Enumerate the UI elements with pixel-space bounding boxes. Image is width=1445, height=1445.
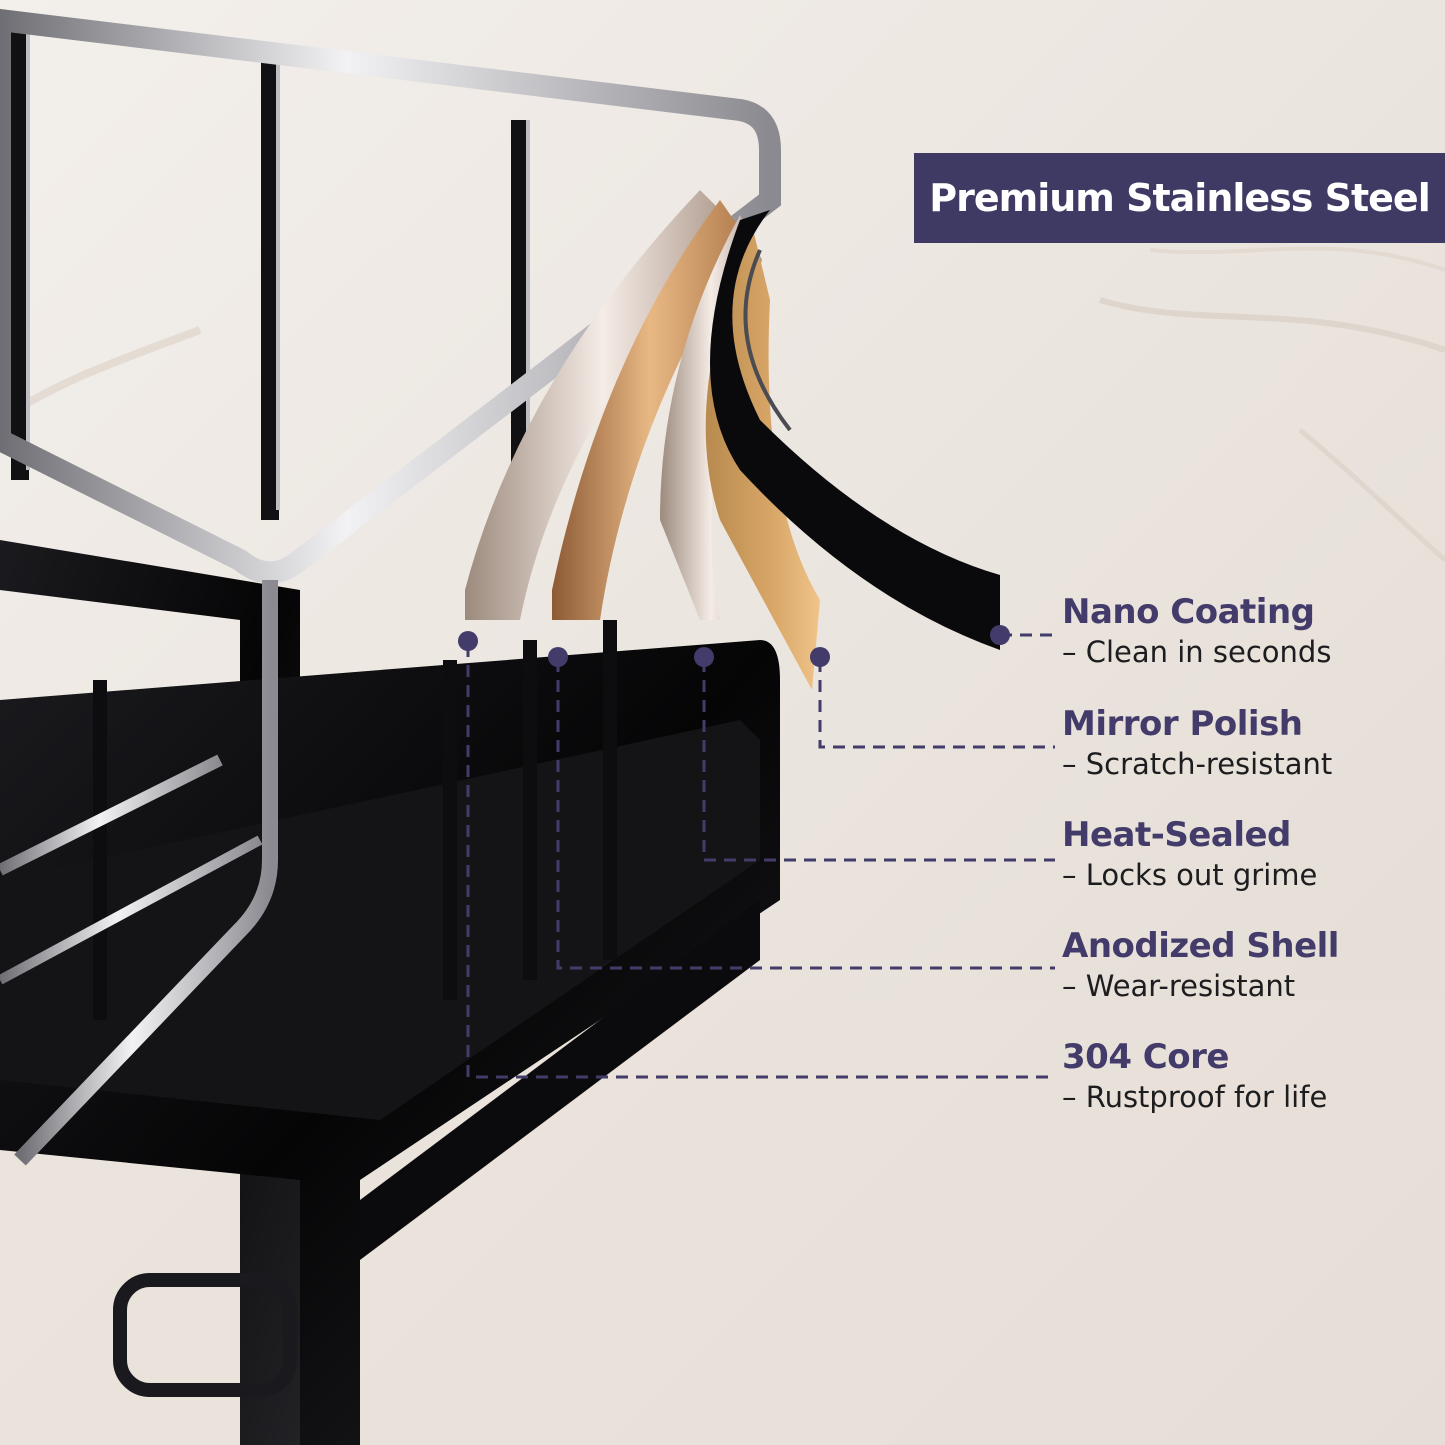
nano-coating-highlight — [743, 249, 792, 432]
feature-304-core: 304 Core – Rustproof for life — [1062, 1037, 1442, 1117]
feature-mirror-polish: Mirror Polish – Scratch-resistant — [1062, 704, 1442, 784]
marble-vein — [1298, 428, 1445, 562]
callout-dots — [458, 625, 1010, 667]
marble-vein — [1149, 246, 1445, 272]
basket-top-rim — [0, 8, 781, 584]
front-chrome-wire — [0, 754, 223, 876]
feature-desc: – Rustproof for life — [1062, 1080, 1328, 1114]
feature-desc: – Scratch-resistant — [1062, 747, 1333, 781]
feature-name: Nano Coating — [1062, 592, 1315, 632]
callout-dot-core — [458, 631, 478, 651]
feature-name: Anodized Shell — [1062, 926, 1339, 966]
callout-line-anodized — [556, 660, 1055, 970]
basket-tray — [0, 720, 760, 1120]
layer-nano-coating — [710, 210, 1000, 650]
feature-desc: – Locks out grime — [1062, 858, 1318, 892]
callout-line-core — [466, 645, 1055, 1079]
base-lower-rail — [360, 900, 760, 1260]
title-banner: Premium Stainless Steel — [914, 153, 1445, 243]
callout-line-heat — [702, 660, 1055, 862]
front-chrome-wire — [0, 835, 263, 985]
feature-desc: – Clean in seconds — [1062, 635, 1332, 669]
callout-line-mirror — [818, 660, 1055, 749]
callout-dot-anodized — [548, 647, 568, 667]
feature-desc: – Wear-resistant — [1062, 969, 1296, 1003]
feature-name: Heat-Sealed — [1062, 815, 1291, 855]
feature-anodized-shell: Anodized Shell – Wear-resistant — [1062, 926, 1442, 1006]
banner-title: Premium Stainless Steel — [929, 176, 1430, 220]
callout-dot-nano — [990, 625, 1010, 645]
base-foot — [113, 1273, 297, 1397]
callout-dot-heat — [694, 647, 714, 667]
callout-lines — [466, 633, 1055, 1079]
feature-heat-sealed: Heat-Sealed – Locks out grime — [1062, 815, 1442, 895]
callout-dot-mirror — [810, 647, 830, 667]
marble-vein — [1099, 297, 1445, 353]
feature-name: 304 Core — [1062, 1037, 1229, 1077]
inner-wires — [93, 620, 617, 1020]
feature-name: Mirror Polish — [1062, 704, 1303, 744]
front-chrome-wire — [14, 580, 278, 1166]
feature-nano-coating: Nano Coating – Clean in seconds — [1062, 592, 1442, 672]
